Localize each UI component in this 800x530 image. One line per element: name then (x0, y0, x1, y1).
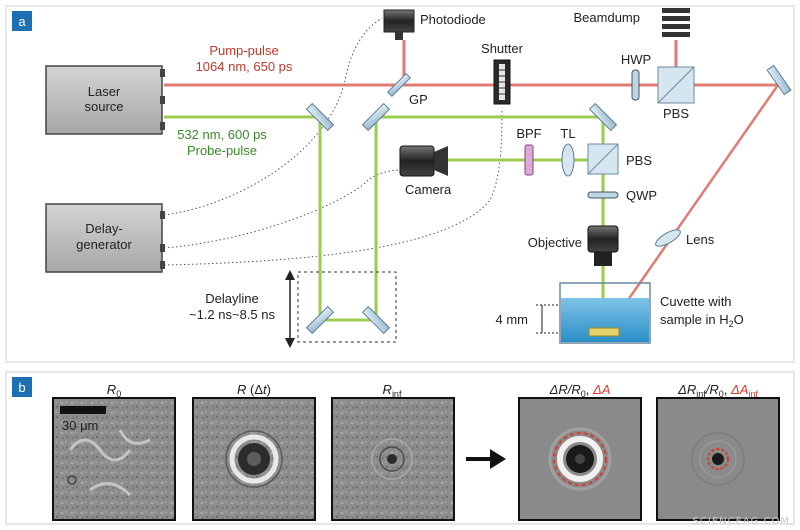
panel-b-tag-bg (12, 377, 32, 397)
micrograph-ratio (518, 397, 642, 521)
gp-plate: GP (386, 72, 428, 107)
title-rdt: R (Δt) (237, 382, 271, 397)
hwp: HWP (621, 52, 651, 101)
laser-label-2: source (84, 99, 123, 114)
depth-label: 4 mm (496, 312, 529, 327)
photodiode-label: Photodiode (420, 12, 486, 27)
delayline-label-1: Delayline (205, 291, 258, 306)
qwp-label: QWP (626, 188, 657, 203)
pbs-top-label: PBS (663, 106, 689, 121)
objective: Objective (528, 225, 619, 266)
focus-lens: Lens (655, 229, 715, 247)
cuvette-label-1: Cuvette with (660, 294, 732, 309)
shutter-label: Shutter (481, 41, 524, 56)
probe-label-2: Probe-pulse (187, 143, 257, 158)
delay-generator: Delay- generator (45, 203, 165, 273)
qwp: QWP (587, 188, 657, 203)
title-rinf: Rinf (383, 382, 402, 399)
gp-label: GP (409, 92, 428, 107)
mirror-probe-2 (361, 102, 391, 132)
delay-label-2: generator (76, 237, 132, 252)
delayline: Delayline ~1.2 ns~8.5 ns (189, 270, 397, 348)
tube-lens: TL (560, 126, 576, 177)
panel-a-tag-bg (12, 11, 32, 31)
beamdump: Beamdump (574, 8, 690, 37)
delayline-label-2: ~1.2 ns~8.5 ns (189, 307, 276, 322)
beamdump-label: Beamdump (574, 10, 640, 25)
laser-label-1: Laser (88, 84, 121, 99)
laser-source: Laser source (45, 65, 165, 135)
mirror-right (766, 64, 792, 96)
objective-label: Objective (528, 235, 582, 250)
panel-a-tag: a (18, 14, 26, 29)
micrograph-rdt (192, 397, 316, 521)
camera-label: Camera (405, 182, 452, 197)
pbs-top: PBS (657, 66, 695, 121)
panel-a: a Laser source (5, 5, 795, 363)
photodiode-cable (163, 17, 383, 216)
micrograph-ratio-inf (656, 397, 780, 521)
title-ratio-inf: ΔRinf/R0, ΔAinf (677, 382, 758, 399)
photodiode: Photodiode (383, 9, 486, 40)
arrow-icon (466, 449, 506, 469)
panel-b-tag: b (18, 380, 25, 395)
micrograph-r0: 30 μm (52, 397, 176, 521)
lens-label: Lens (686, 232, 715, 247)
title-ratio: ΔR/R0, ΔA (549, 382, 611, 399)
mirror-probe-3 (588, 102, 618, 132)
micrograph-rinf (331, 397, 455, 521)
shutter: Shutter (481, 41, 524, 105)
watermark: SCIENCEAG.COM (693, 516, 790, 527)
pbs-mid: PBS (587, 143, 652, 175)
tl-label: TL (560, 126, 575, 141)
bpf: BPF (516, 126, 542, 176)
mirror-delay-1 (305, 305, 335, 335)
camera: Camera (399, 145, 452, 197)
trigger-cables (163, 17, 503, 266)
mirror-delay-2 (361, 305, 391, 335)
hwp-label: HWP (621, 52, 651, 67)
delay-label-1: Delay- (85, 221, 123, 236)
cuvette-label-2: sample in H2O (660, 312, 744, 329)
pbs-mid-label: PBS (626, 153, 652, 168)
panel-b: b R0 R (Δt) Rinf ΔR/R0, ΔA ΔRinf/R0, ΔAi… (5, 371, 795, 527)
cuvette: 4 mm Cuvette with sample in H2O (496, 282, 744, 344)
shutter-cable (163, 107, 503, 266)
mirror-probe-1 (305, 102, 335, 132)
probe-label-1: 532 nm, 600 ps (177, 127, 267, 142)
title-r0: R0 (107, 382, 121, 399)
pump-label-2: 1064 nm, 650 ps (196, 59, 293, 74)
scale-bar-label: 30 μm (62, 418, 98, 433)
pump-label-1: Pump-pulse (209, 43, 278, 58)
scale-bar (60, 406, 106, 414)
bpf-label: BPF (516, 126, 541, 141)
